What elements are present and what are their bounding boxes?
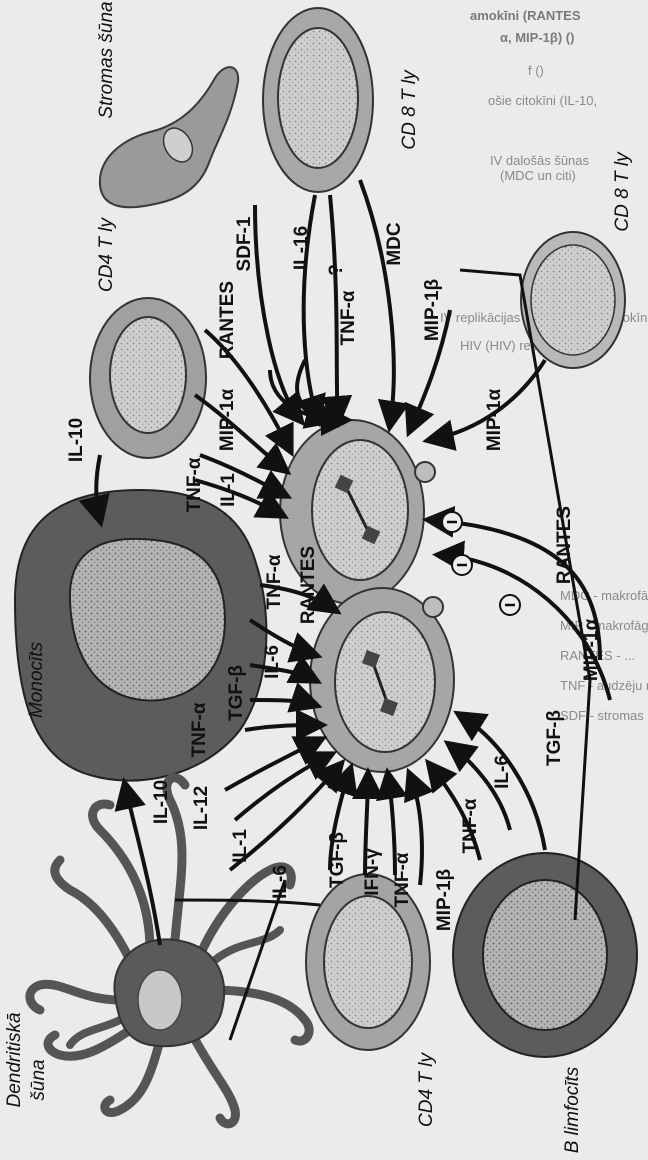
label-b-cell: B limfocīts xyxy=(562,1066,583,1153)
label-mip1a-cd4: MIP-1α xyxy=(217,389,238,452)
arrow-il1-den xyxy=(235,755,330,820)
label-tnfa-mono2: TNF-α xyxy=(189,702,210,757)
ghost-text-13: SDF - stromas šūnu faktors xyxy=(560,708,648,723)
label-sdf1: SDF-1 xyxy=(234,216,255,271)
label-cd8-top: CD 8 T ly xyxy=(399,69,420,150)
label-tnfa-cd4b: TNF-α xyxy=(392,852,413,907)
label-mip1b-cd4b: MIP-1β xyxy=(434,869,455,931)
line-il6-cross xyxy=(230,880,285,1040)
label-il10-den: IL-10 xyxy=(151,780,172,824)
label-mip1b-cd8: MIP-1β xyxy=(422,279,443,341)
label-stromal-cell: Stromas šūna xyxy=(96,1,117,118)
label-il16: IL-16 xyxy=(291,226,312,270)
arrow-mdc xyxy=(360,180,394,425)
label-rantes-b: RANTES xyxy=(554,506,575,584)
line-il10-cross xyxy=(175,900,320,905)
label-cd4-top: CD4 T ly xyxy=(96,217,117,292)
label-monocyte: Monocīts xyxy=(26,641,47,718)
ghost-text-3: f () xyxy=(528,63,544,78)
monocyte-cell xyxy=(15,490,266,781)
ghost-text-4: ošie citokīni (IL-10, xyxy=(488,93,597,108)
label-il1-den: IL-1 xyxy=(230,829,251,863)
ghost-text-2: α, MIP-1β) () xyxy=(500,30,574,45)
label-rantes-mono: RANTES xyxy=(298,546,319,624)
arrow-il12 xyxy=(225,740,320,790)
label-il6-den: IL-6 xyxy=(270,865,291,899)
label-tnfa-cd4: TNF-α xyxy=(184,457,205,512)
cd8-t-cell-top xyxy=(263,8,373,192)
label-tgfb-b: TGF-β xyxy=(544,710,565,766)
cd8-t-cell-right xyxy=(521,232,625,368)
label-cd8-right: CD 8 T ly xyxy=(612,151,633,232)
label-il10-cd4: IL-10 xyxy=(66,418,87,462)
label-dendritic-line2: šūna xyxy=(28,1059,49,1100)
arrow-question xyxy=(330,195,338,420)
arrow-tnfa-mono2 xyxy=(245,725,320,730)
ghost-text-6: (MDC un citi) xyxy=(500,168,576,183)
infected-cell-lower xyxy=(310,588,454,772)
ghost-text-1: amokīni (RANTES xyxy=(470,8,581,23)
label-mip1a-b: MIP-1α xyxy=(581,619,602,682)
label-dendritic-line1: Dendritiskā xyxy=(4,1012,25,1107)
label-tnfa-mono: TNF-α xyxy=(264,554,285,609)
label-question: ? xyxy=(326,264,347,276)
label-il12-den: IL-12 xyxy=(191,786,212,830)
label-il6-mono: IL-6 xyxy=(262,645,283,679)
label-mip1a-cd8r: MIP-1α xyxy=(484,389,505,452)
ghost-text-5: IV dalošās šūnas xyxy=(490,153,590,168)
arrow-il10-cd4 xyxy=(96,455,100,520)
show-through-text: amokīni (RANTES α, MIP-1β) () f () ošie … xyxy=(440,8,648,723)
label-mdc: MDC xyxy=(384,222,405,266)
label-cd4-bottom: CD4 T ly xyxy=(416,1052,437,1127)
cd4-t-cell-top xyxy=(90,298,206,458)
dendritic-cell-body xyxy=(114,939,224,1046)
label-il6-b: IL-6 xyxy=(492,755,513,789)
label-ifng-cd4b: IFN-γ xyxy=(362,848,383,896)
b-lymphocyte-cell xyxy=(453,853,637,1057)
label-tnfa-cd8: TNF-α xyxy=(338,290,359,345)
label-tgfb-mono: TGF-β xyxy=(226,665,247,721)
label-tgfb-cd4b: TGF-β xyxy=(327,832,348,888)
stromal-cell xyxy=(100,67,238,207)
label-tnfa-b: TNF-α xyxy=(460,798,481,853)
label-il1-cd4: IL-1 xyxy=(218,473,239,507)
arrow-tgfb-mono xyxy=(250,700,315,705)
label-rantes-cd4: RANTES xyxy=(217,281,238,359)
